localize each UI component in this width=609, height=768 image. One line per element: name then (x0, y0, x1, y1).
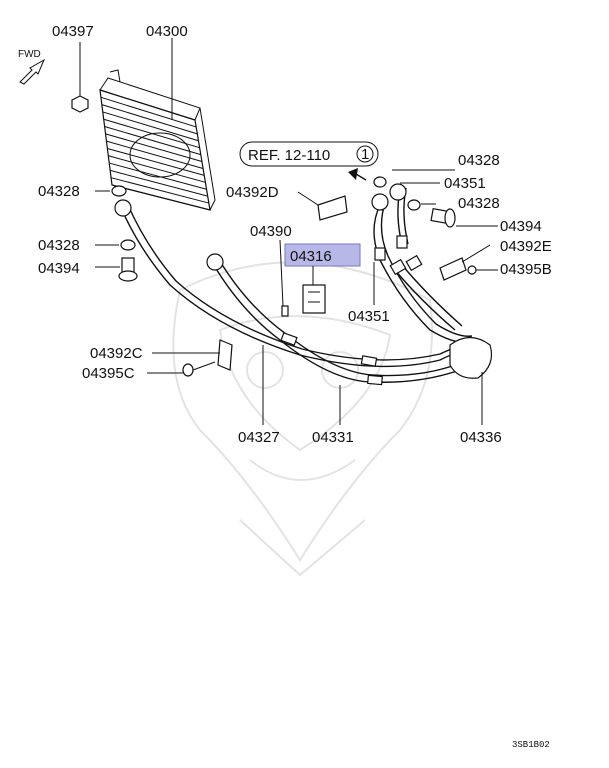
pin-04390-icon (281, 305, 289, 317)
cooler-fin (101, 104, 198, 135)
washer-04328-left-icon (111, 185, 136, 251)
clamp-04316-icon (302, 284, 326, 314)
label-04328-left2[interactable]: 04328 (38, 237, 80, 254)
bracket-04392D-icon (317, 195, 348, 221)
highlight-box[interactable] (284, 243, 361, 267)
label-04316-highlighted[interactable]: 04316 (290, 248, 332, 265)
cooler-fin (105, 133, 203, 163)
label-04397[interactable]: 04397 (52, 23, 94, 40)
label-04336[interactable]: 04336 (460, 429, 502, 446)
label-04328-left[interactable]: 04328 (38, 183, 80, 200)
oil-cooler-icon (99, 69, 216, 211)
label-04395B[interactable]: 04395B (500, 261, 552, 278)
label-04392C[interactable]: 04392C (90, 345, 143, 362)
drawing-id: 3SB1B02 (512, 740, 550, 750)
cooler-fin (99, 89, 196, 121)
reference-box: REF. 12-110 1 (239, 141, 379, 167)
label-04394-right[interactable]: 04394 (500, 218, 542, 235)
label-04300[interactable]: 04300 (146, 23, 188, 40)
cooler-fin (109, 162, 207, 190)
cooler-fin (111, 184, 211, 211)
cooler-fin (110, 177, 209, 204)
washer-04328-right-icon (373, 176, 421, 211)
label-04392D[interactable]: 04392D (226, 184, 279, 201)
bolt-04395C-icon (182, 361, 216, 377)
label-04394-left[interactable]: 04394 (38, 260, 80, 277)
cooler-fin (107, 147, 205, 176)
cooler-fin (104, 126, 201, 156)
leader-lines (95, 38, 498, 425)
label-04390[interactable]: 04390 (250, 223, 292, 240)
label-04395C[interactable]: 04395C (82, 365, 135, 382)
label-04331[interactable]: 04331 (312, 429, 354, 446)
cooler-fin (108, 155, 206, 183)
bolt-04394-left-icon (118, 257, 138, 282)
fwd-label: FWD (18, 49, 41, 60)
bolt-04394-right-icon (430, 208, 456, 228)
label-04351-mid[interactable]: 04351 (348, 308, 390, 325)
fwd-arrow-icon (19, 58, 46, 85)
cooler-fin (102, 111, 199, 142)
reference-label: REF. 12-110 (248, 147, 330, 164)
label-04328-top[interactable]: 04328 (458, 152, 500, 169)
label-04392E[interactable]: 04392E (500, 238, 552, 255)
oil-cooler-pipes-icon (114, 183, 493, 386)
reference-arrow-icon (348, 168, 367, 181)
reference-circle-number: 1 (361, 146, 369, 163)
bracket-04392E-icon (439, 257, 477, 281)
cooler-fin (100, 96, 197, 128)
label-04351-top[interactable]: 04351 (444, 175, 486, 192)
label-04328-right[interactable]: 04328 (458, 195, 500, 212)
bracket-04392C-icon (217, 339, 233, 371)
nut-04397-icon (71, 42, 89, 113)
cooler-fin (110, 169, 208, 197)
label-04327[interactable]: 04327 (238, 429, 280, 446)
